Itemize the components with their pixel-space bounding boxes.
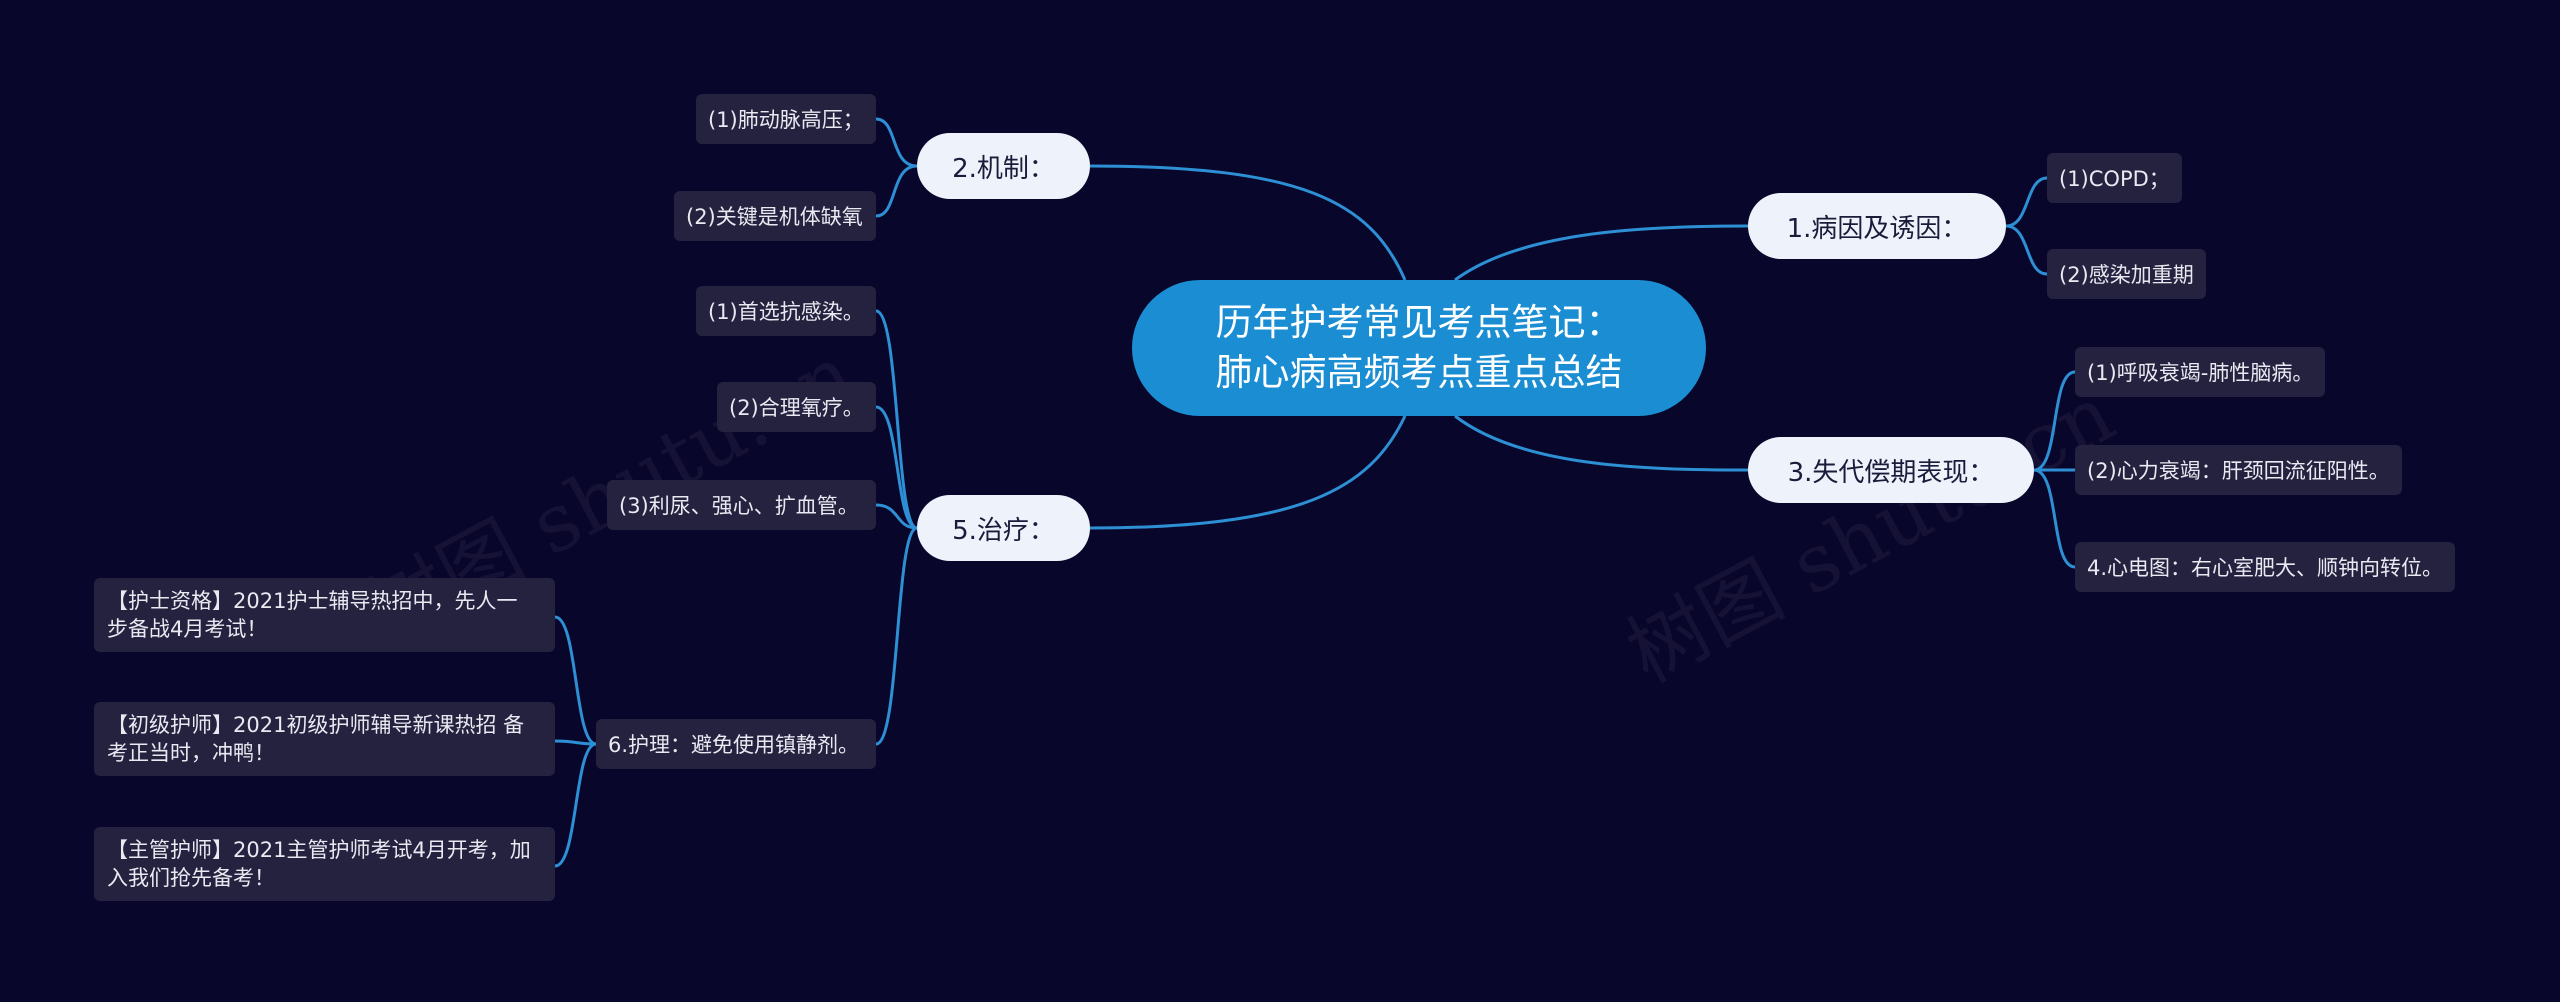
branch-decompensation[interactable]: 3.失代偿期表现： [1748, 437, 2034, 503]
link-b5-c1 [875, 309, 918, 530]
leaf-nurse-qualification[interactable]: 【护士资格】2021护士辅导热招中，先人一 步备战4月考试！ [94, 578, 555, 652]
leaf-line: 【初级护师】2021初级护师辅导新课热招 备 [107, 713, 525, 737]
link-b1-c1 [2005, 176, 2048, 228]
root-title-line2: 肺心病高频考点重点总结 [1215, 351, 1623, 394]
link-root-b2 [1089, 164, 1407, 281]
root-topic[interactable]: 历年护考常见考点笔记： 肺心病高频考点重点总结 [1132, 280, 1706, 416]
link-b6-c2 [554, 739, 597, 746]
branch-cause[interactable]: 1.病因及诱因： [1748, 193, 2006, 259]
leaf-ecg[interactable]: 4.心电图：右心室肥大、顺钟向转位。 [2075, 542, 2456, 592]
link-b5-c2 [875, 405, 918, 530]
leaf-line: 入我们抢先备考！ [107, 866, 275, 890]
link-b5-b6 [875, 526, 918, 746]
leaf-respiratory-failure[interactable]: (1)呼吸衰竭-肺性脑病。 [2075, 347, 2326, 397]
link-root-b1 [1454, 224, 1749, 282]
leaf-anti-infection[interactable]: (1)首选抗感染。 [696, 286, 876, 336]
branch-treatment[interactable]: 5.治疗： [917, 495, 1090, 561]
leaf-diuresis[interactable]: (3)利尿、强心、扩血管。 [607, 480, 876, 530]
leaf-oxygen-therapy[interactable]: (2)合理氧疗。 [717, 382, 876, 432]
link-b2-c2 [875, 164, 918, 218]
leaf-line: 步备战4月考试！ [107, 617, 268, 641]
leaf-pulmonary-hypertension[interactable]: (1)肺动脉高压； [696, 94, 876, 144]
root-title-line1: 历年护考常见考点笔记： [1215, 301, 1623, 344]
link-b2-c1 [875, 117, 918, 168]
link-root-b5 [1089, 415, 1407, 530]
leaf-junior-nurse[interactable]: 【初级护师】2021初级护师辅导新课热招 备 考正当时，冲鸭！ [94, 702, 555, 776]
link-b3-c3 [2033, 468, 2076, 569]
link-b6-c1 [554, 615, 597, 746]
link-b3-c1 [2033, 370, 2076, 472]
link-root-b3 [1454, 414, 1749, 472]
leaf-infection[interactable]: (2)感染加重期 [2047, 249, 2206, 299]
branch-mechanism[interactable]: 2.机制： [917, 133, 1090, 199]
leaf-copd[interactable]: (1)COPD； [2047, 153, 2182, 203]
link-b5-c3 [875, 503, 918, 530]
leaf-heart-failure[interactable]: (2)心力衰竭：肝颈回流征阳性。 [2075, 445, 2402, 495]
leaf-line: 考正当时，冲鸭！ [107, 741, 275, 765]
link-b1-c2 [2005, 224, 2048, 276]
leaf-nursing[interactable]: 6.护理：避免使用镇静剂。 [596, 719, 876, 769]
link-b6-c3 [554, 742, 597, 868]
leaf-line: 【护士资格】2021护士辅导热招中，先人一 [107, 589, 518, 613]
leaf-line: 【主管护师】2021主管护师考试4月开考，加 [107, 838, 531, 862]
leaf-chief-nurse[interactable]: 【主管护师】2021主管护师考试4月开考，加 入我们抢先备考！ [94, 827, 555, 901]
leaf-hypoxia[interactable]: (2)关键是机体缺氧 [674, 191, 876, 241]
